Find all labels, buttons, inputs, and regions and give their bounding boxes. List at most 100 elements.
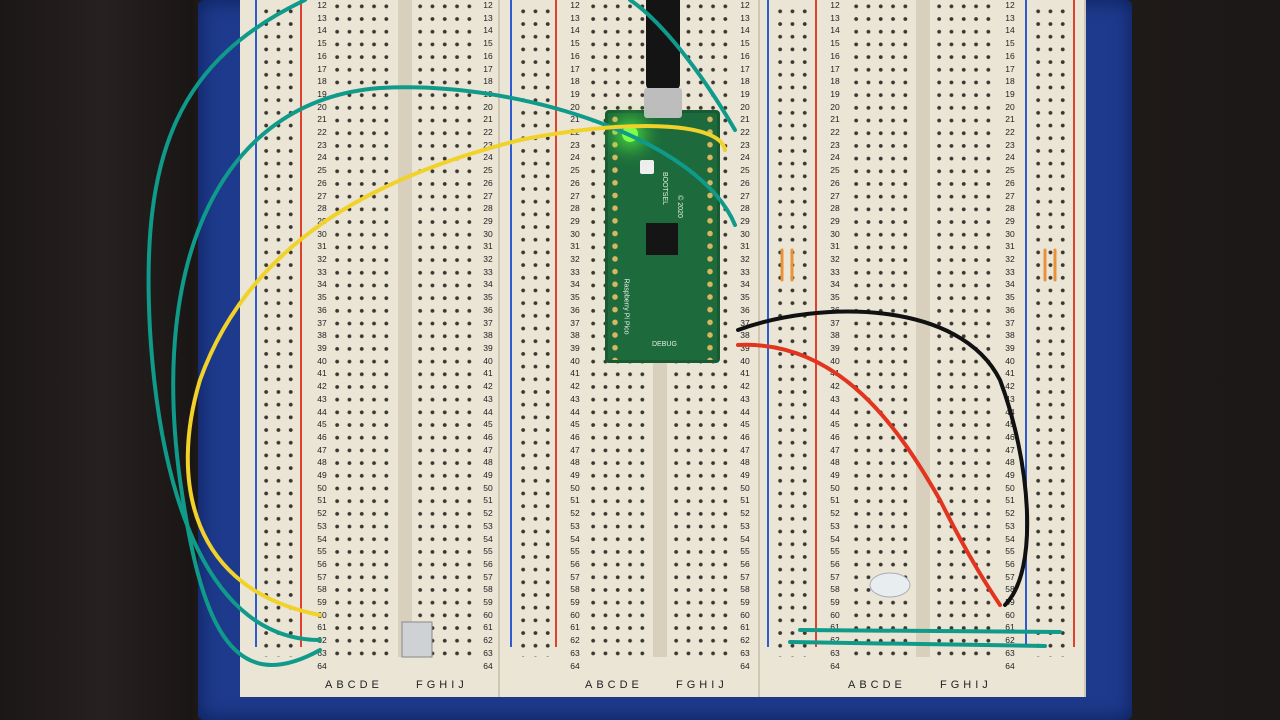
row-number: 52 [317, 508, 327, 519]
row-number: 44 [830, 406, 840, 417]
row-number: 37 [830, 317, 840, 328]
row-number: 57 [570, 571, 580, 582]
row-number: 14 [1005, 25, 1015, 36]
row-number: 42 [740, 381, 750, 392]
green-wire [798, 628, 1062, 634]
row-number: 17 [570, 63, 580, 74]
ir-sensor [401, 621, 433, 658]
row-number: 39 [570, 342, 580, 353]
row-number: 30 [740, 228, 750, 239]
row-number: 54 [317, 533, 327, 544]
row-number: 64 [740, 660, 750, 671]
rp2040-chip [646, 223, 678, 255]
row-number: 50 [740, 482, 750, 493]
row-number: 61 [1005, 622, 1015, 633]
row-number: 43 [740, 393, 750, 404]
row-number: 23 [483, 139, 493, 150]
row-number: 61 [317, 622, 327, 633]
column-letters-left: ABCDE [325, 679, 383, 691]
row-number: 54 [483, 533, 493, 544]
row-number: 32 [483, 254, 493, 265]
row-number: 12 [740, 0, 750, 10]
row-number: 48 [830, 457, 840, 468]
row-number: 22 [483, 127, 493, 138]
row-number: 58 [740, 584, 750, 595]
row-number: 31 [570, 241, 580, 252]
row-number: 64 [830, 660, 840, 671]
row-number: 15 [1005, 38, 1015, 49]
row-number: 40 [317, 355, 327, 366]
row-number: 22 [1005, 127, 1015, 138]
row-number: 50 [830, 482, 840, 493]
row-number: 61 [483, 622, 493, 633]
row-number: 40 [570, 355, 580, 366]
row-number: 52 [830, 508, 840, 519]
row-number: 57 [830, 571, 840, 582]
row-number: 39 [317, 342, 327, 353]
row-number: 38 [483, 330, 493, 341]
row-number: 33 [830, 266, 840, 277]
row-number: 31 [317, 241, 327, 252]
green-wire [171, 85, 737, 667]
row-number: 61 [830, 622, 840, 633]
row-number: 47 [830, 444, 840, 455]
row-number: 26 [1005, 177, 1015, 188]
row-number: 60 [1005, 609, 1015, 620]
row-number: 52 [740, 508, 750, 519]
row-number: 26 [317, 177, 327, 188]
row-number: 48 [570, 457, 580, 468]
row-number: 16 [570, 50, 580, 61]
row-number: 15 [483, 38, 493, 49]
row-number: 13 [570, 12, 580, 23]
row-number: 34 [317, 279, 327, 290]
row-number: 18 [740, 76, 750, 87]
row-number: 28 [483, 203, 493, 214]
row-number: 51 [570, 495, 580, 506]
row-number: 53 [483, 520, 493, 531]
row-number: 58 [483, 584, 493, 595]
row-number: 56 [830, 558, 840, 569]
bootsel-button[interactable] [640, 160, 654, 174]
row-number: 39 [1005, 342, 1015, 353]
row-number: 20 [1005, 101, 1015, 112]
row-number: 33 [317, 266, 327, 277]
row-number: 58 [830, 584, 840, 595]
row-number: 17 [740, 63, 750, 74]
row-number: 27 [740, 190, 750, 201]
row-number: 41 [740, 368, 750, 379]
row-number: 21 [740, 114, 750, 125]
row-number: 37 [570, 317, 580, 328]
row-number: 48 [317, 457, 327, 468]
row-number: 26 [830, 177, 840, 188]
row-number: 60 [570, 609, 580, 620]
row-number: 56 [317, 558, 327, 569]
column-letters-left: ABCDE [585, 679, 643, 691]
row-number: 21 [317, 114, 327, 125]
row-number: 60 [483, 609, 493, 620]
row-number: 14 [830, 25, 840, 36]
row-number: 15 [740, 38, 750, 49]
row-number: 63 [1005, 647, 1015, 658]
row-number: 33 [483, 266, 493, 277]
row-number: 46 [570, 431, 580, 442]
row-number: 52 [483, 508, 493, 519]
debug-label: DEBUG [652, 341, 677, 348]
row-number: 57 [483, 571, 493, 582]
row-number: 56 [1005, 558, 1015, 569]
column-letters-right: FGHIJ [676, 679, 728, 691]
row-number: 61 [570, 622, 580, 633]
row-number: 22 [317, 127, 327, 138]
row-number: 21 [830, 114, 840, 125]
row-number: 15 [830, 38, 840, 49]
row-number: 59 [740, 597, 750, 608]
row-number: 28 [830, 203, 840, 214]
row-number: 27 [830, 190, 840, 201]
row-number: 22 [830, 127, 840, 138]
row-number: 34 [483, 279, 493, 290]
red-wire [736, 342, 1002, 607]
row-number: 13 [830, 12, 840, 23]
yellow-wire [185, 124, 727, 617]
